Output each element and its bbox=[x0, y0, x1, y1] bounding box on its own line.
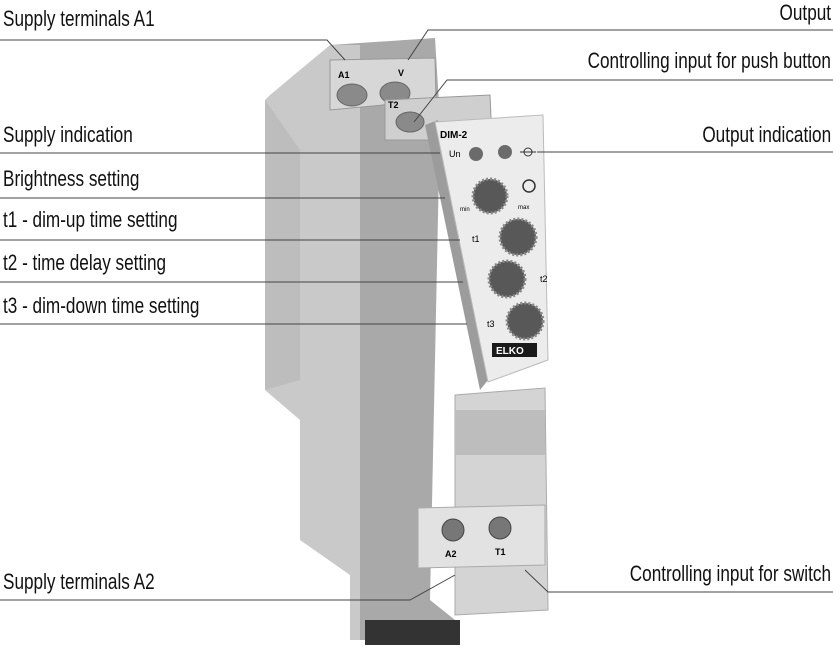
label-t2-setting: t2 - time delay setting bbox=[3, 250, 167, 275]
t3-knob bbox=[505, 301, 545, 341]
label-output: Output bbox=[779, 0, 831, 25]
t1-knob bbox=[498, 217, 538, 257]
bottom-terminal-block bbox=[417, 504, 546, 569]
label-switch-input: Controlling input for switch bbox=[629, 561, 831, 586]
terminal-a2-label: A2 bbox=[445, 549, 457, 559]
terminal-t2-label: T2 bbox=[388, 100, 399, 110]
brightness-knob bbox=[471, 177, 509, 215]
output-lamp-icon bbox=[520, 147, 536, 157]
device-body-shade bbox=[265, 100, 300, 390]
label-brightness-setting: Brightness setting bbox=[3, 166, 140, 191]
terminal-a1-label: A1 bbox=[338, 70, 350, 80]
min-label: min bbox=[460, 207, 470, 213]
front-side-strip bbox=[425, 120, 488, 390]
terminal-screw-t1 bbox=[488, 516, 512, 540]
brightness-sun-icon bbox=[522, 179, 536, 193]
label-supply-indication: Supply indication bbox=[3, 122, 133, 147]
led-un-label: Un bbox=[449, 149, 461, 159]
leader-lines bbox=[0, 29, 833, 601]
t1-mark: t1 bbox=[472, 234, 480, 244]
label-push-button-input: Controlling input for push button bbox=[587, 48, 831, 73]
terminal-t1-label: T1 bbox=[495, 547, 506, 557]
max-label: max bbox=[518, 205, 529, 211]
device-body-main bbox=[330, 38, 455, 640]
terminal-out-label: V bbox=[398, 68, 404, 78]
terminal-screw-a1 bbox=[336, 83, 368, 107]
label-supply-terminals-a1: Supply terminals A1 bbox=[3, 6, 155, 31]
label-supply-terminals-a2: Supply terminals A2 bbox=[3, 569, 155, 594]
t3-mark: t3 bbox=[487, 319, 495, 329]
output-led bbox=[498, 145, 512, 159]
label-t1-setting: t1 - dim-up time setting bbox=[3, 207, 178, 232]
elko-logo-box bbox=[492, 343, 537, 357]
t2-knob bbox=[487, 259, 527, 299]
lower-slot bbox=[455, 410, 545, 455]
model-label: DIM-2 bbox=[440, 130, 468, 141]
t2-mark: t2 bbox=[540, 274, 548, 284]
elko-logo: ELKO bbox=[496, 346, 524, 357]
supply-led bbox=[469, 147, 483, 161]
din-clip bbox=[365, 620, 460, 645]
terminal-screw-t2 bbox=[395, 111, 425, 133]
label-t3-setting: t3 - dim-down time setting bbox=[3, 293, 200, 318]
label-output-indication: Output indication bbox=[702, 122, 831, 147]
terminal-screw-a2 bbox=[441, 518, 465, 542]
